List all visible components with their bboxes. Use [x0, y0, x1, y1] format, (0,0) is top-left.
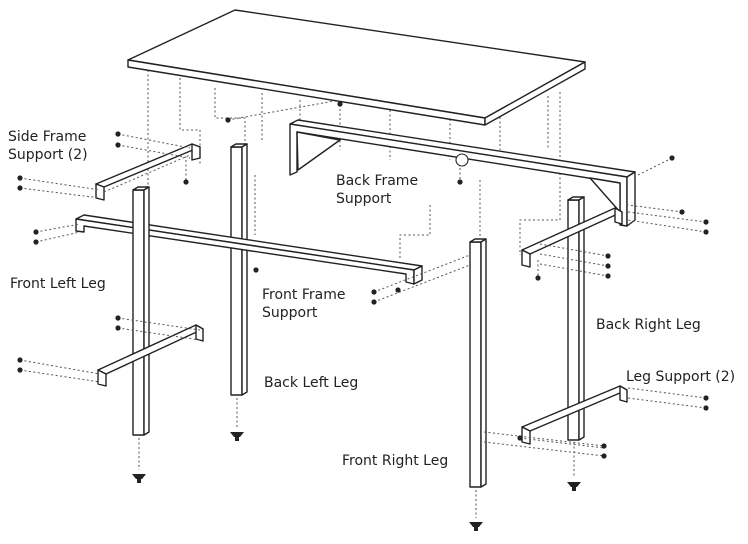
- screws: [17, 101, 709, 531]
- back-frame-support-part: [289, 119, 636, 227]
- tabletop: [127, 9, 586, 126]
- front-frame-support-part: [75, 214, 423, 285]
- leg-support-right: [521, 385, 628, 445]
- front-left-leg-label: Front Left Leg: [10, 276, 106, 292]
- front-frame-support-label: Front Frame Support: [262, 287, 346, 321]
- back-left-leg-part: [230, 143, 248, 428]
- back-right-leg-part: [567, 196, 585, 478]
- back-left-leg-label: Back Left Leg: [264, 375, 359, 391]
- back-frame-support-label: Back Frame Support: [336, 173, 419, 207]
- side-frame-support-label: Side Frame Support (2): [8, 129, 88, 163]
- front-right-leg-label: Front Right Leg: [342, 453, 449, 469]
- leg-support-left: [97, 324, 204, 387]
- front-right-leg-part: [469, 238, 487, 518]
- screw-guide-lines: [19, 133, 707, 457]
- back-right-leg-label: Back Right Leg: [596, 317, 701, 333]
- side-frame-support-upper: [95, 143, 201, 201]
- leg-support-label: Leg Support (2): [626, 369, 736, 385]
- front-left-leg-part: [132, 186, 150, 470]
- side-frame-support-right: [521, 207, 623, 268]
